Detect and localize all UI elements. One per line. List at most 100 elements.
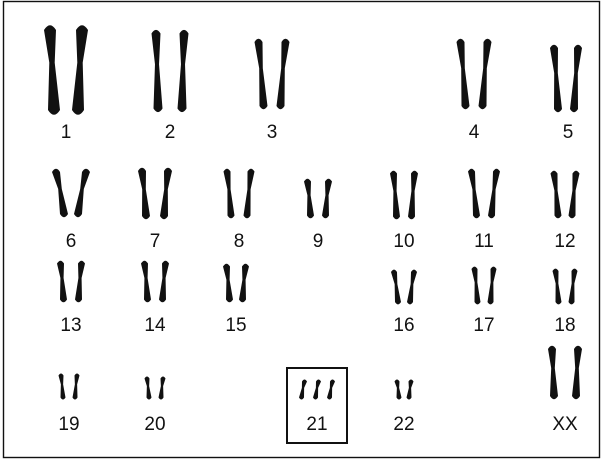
chromosome-17-copy-2 (487, 266, 497, 305)
pair-label-17: 17 (473, 315, 494, 336)
chromosome-11-copy-2 (488, 168, 500, 219)
chromosome-6-copy-1-shape (52, 168, 68, 218)
chromosome-15-copy-2-shape (239, 263, 249, 303)
chromosome-14-copy-1-shape (141, 260, 151, 303)
chromosome-12-copy-1 (550, 170, 562, 219)
pair-label-7: 7 (150, 231, 161, 252)
pair-label-9: 9 (313, 231, 324, 252)
pair-label-6: 6 (66, 231, 77, 252)
chromosome-12-copy-2 (568, 170, 580, 219)
chromosome-11-copy-1 (468, 168, 480, 219)
chromosome-2-copy-1 (151, 29, 163, 113)
chromosome-14-copy-2-shape (159, 260, 169, 303)
chromosome-10-copy-1 (390, 170, 400, 220)
pair-label-21: 21 (306, 414, 327, 435)
chromosome-18-copy-1-shape (552, 268, 562, 305)
pair-label-15: 15 (225, 315, 246, 336)
chromosome-7-copy-1-shape (138, 167, 150, 220)
chromosome-1-copy-2-shape (72, 25, 88, 115)
chromosome-9-copy-1 (304, 178, 314, 219)
chromosome-16-copy-1-shape (391, 269, 401, 305)
chromosome-4-copy-1 (456, 38, 470, 110)
chromosome-20-copy-1-shape (144, 376, 152, 400)
chromosome-17-copy-1 (471, 266, 481, 305)
chromosome-9-copy-2-shape (322, 178, 332, 219)
chromosome-15-copy-1-shape (223, 263, 233, 303)
chromosome-12-copy-2-shape (568, 170, 580, 219)
chromosome-13-copy-2-shape (75, 260, 85, 303)
chromosome-13-copy-2 (75, 260, 85, 303)
chromosome-8-copy-1 (223, 168, 235, 219)
chromosome-7-copy-2 (160, 167, 172, 220)
chromosome-21-copy-1-shape (299, 379, 307, 400)
pair-label-1: 1 (61, 122, 72, 143)
chromosome-XX-copy-2-shape (572, 345, 582, 400)
trisomy-21-highlight-box (286, 367, 348, 444)
chromosome-16-copy-2-shape (407, 269, 417, 305)
pair-label-10: 10 (393, 231, 414, 252)
chromosome-3-copy-2-shape (276, 38, 290, 110)
chromosome-5-copy-2 (570, 44, 582, 113)
pair-label-13: 13 (60, 315, 81, 336)
chromosome-6-copy-1 (52, 168, 68, 218)
chromosome-6-copy-2-shape (74, 168, 90, 218)
chromosome-1-copy-1 (44, 25, 60, 115)
chromosome-19-copy-2-shape (72, 373, 80, 400)
chromosome-13-copy-1-shape (57, 260, 67, 303)
chromosome-9-copy-2 (322, 178, 332, 219)
chromosome-4-copy-2 (478, 38, 492, 110)
chromosome-17-copy-2-shape (487, 266, 497, 305)
chromosome-19-copy-2 (72, 373, 80, 400)
chromosome-14-copy-1 (141, 260, 151, 303)
pair-label-22: 22 (393, 414, 414, 435)
chromosome-21-copy-3 (327, 379, 335, 400)
chromosome-22-copy-1 (394, 379, 402, 400)
chromosome-16-copy-1 (391, 269, 401, 305)
chromosome-XX-copy-2 (572, 345, 582, 400)
chromosome-18-copy-2 (568, 268, 578, 305)
chromosome-13-copy-1 (57, 260, 67, 303)
chromosome-18-copy-2-shape (568, 268, 578, 305)
chromosome-12-copy-1-shape (550, 170, 562, 219)
chromosome-4-copy-1-shape (456, 38, 470, 110)
pair-label-16: 16 (393, 315, 414, 336)
chromosome-3-copy-2 (276, 38, 290, 110)
chromosome-21-copy-2-shape (313, 379, 321, 400)
chromosome-10-copy-2-shape (408, 170, 418, 220)
chromosome-14-copy-2 (159, 260, 169, 303)
chromosome-22-copy-1-shape (394, 379, 402, 400)
chromosome-XX-copy-1-shape (548, 345, 558, 400)
chromosome-21-copy-2 (313, 379, 321, 400)
pair-label-3: 3 (267, 122, 278, 143)
chromosome-1-copy-1-shape (44, 25, 60, 115)
chromosome-2-copy-1-shape (151, 29, 163, 113)
pair-label-4: 4 (469, 122, 480, 143)
chromosome-20-copy-2 (158, 376, 166, 400)
chromosome-group (44, 25, 582, 400)
pair-label-11: 11 (474, 231, 494, 252)
chromosome-3-copy-1-shape (254, 38, 268, 110)
chromosome-6-copy-2 (74, 168, 90, 218)
chromosome-7-copy-2-shape (160, 167, 172, 220)
chromosome-8-copy-2 (243, 168, 255, 219)
pair-label-18: 18 (554, 315, 575, 336)
chromosome-8-copy-2-shape (243, 168, 255, 219)
chromosome-9-copy-1-shape (304, 178, 314, 219)
pair-label-14: 14 (144, 315, 166, 336)
chromosome-XX-copy-1 (548, 345, 558, 400)
pair-label-19: 19 (58, 414, 79, 435)
pair-label-20: 20 (144, 414, 165, 435)
chromosome-22-copy-2-shape (406, 379, 414, 400)
chromosome-18-copy-1 (552, 268, 562, 305)
chromosome-8-copy-1-shape (223, 168, 235, 219)
chromosome-21-copy-3-shape (327, 379, 335, 400)
chromosome-19-copy-1 (58, 373, 66, 400)
chromosome-5-copy-1 (550, 44, 562, 113)
chromosome-11-copy-1-shape (468, 168, 480, 219)
chromosome-3-copy-1 (254, 38, 268, 110)
chromosome-11-copy-2-shape (488, 168, 500, 219)
pair-label-sex-chromosomes: XX (552, 414, 578, 435)
chromosome-10-copy-1-shape (390, 170, 400, 220)
